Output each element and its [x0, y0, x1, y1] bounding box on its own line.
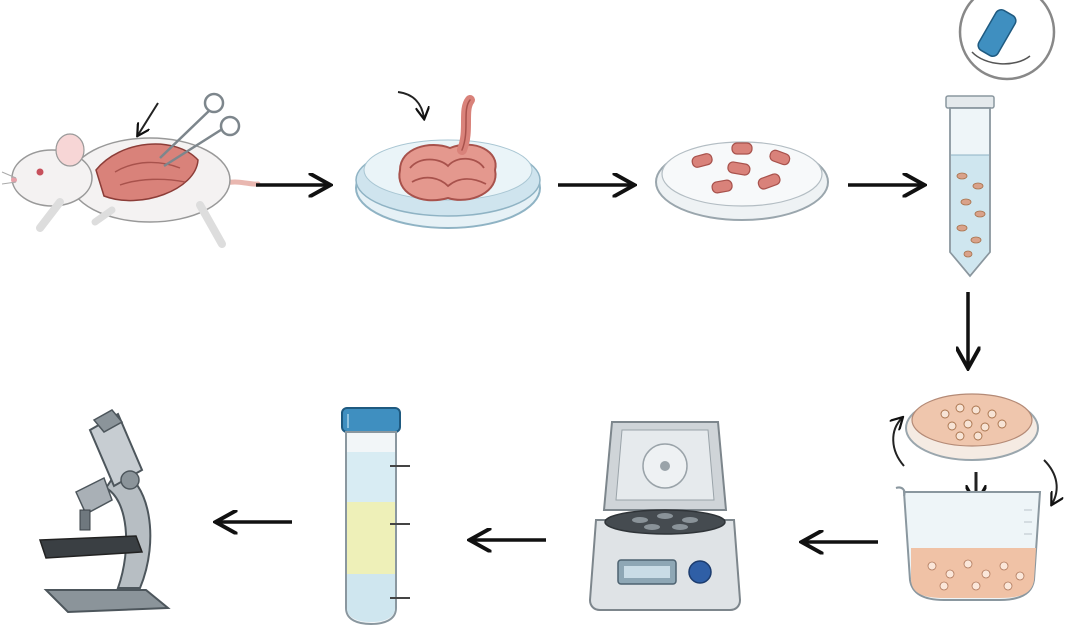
microscope-icon: [38, 409, 171, 614]
shaking-dish-icon: [893, 393, 1056, 601]
centrifuge-icon: [588, 421, 742, 611]
dissected-mouse-icon: [1, 92, 261, 248]
intestine-petri-dish-icon: [355, 91, 541, 229]
tissue-fragments-tube-icon: [945, 0, 1056, 278]
layered-tube-icon: [341, 407, 410, 625]
tissue-fragments-dish-icon: [655, 141, 829, 221]
